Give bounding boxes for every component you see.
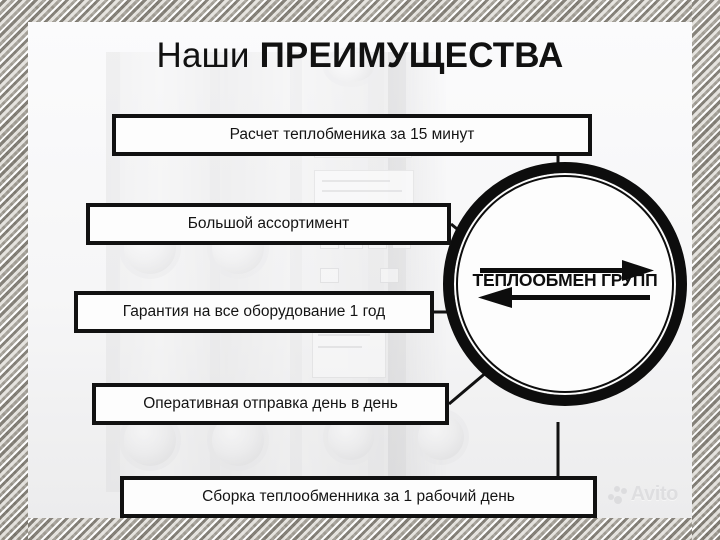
feature-box-2[interactable]: Большой ассортимент xyxy=(86,203,451,245)
frame-top xyxy=(0,0,720,22)
feature-box-4[interactable]: Оперативная отправка день в день xyxy=(92,383,449,425)
company-logo-circle: ТЕПЛООБМЕН ГРУПП xyxy=(443,162,687,406)
logo-lockup: ТЕПЛООБМЕН ГРУПП xyxy=(472,256,658,312)
feature-box-5[interactable]: Сборка теплообменника за 1 рабочий день xyxy=(120,476,597,518)
feature-label-2: Большой ассортимент xyxy=(187,215,350,232)
logo-arrows-icon xyxy=(478,260,654,308)
title-light-part: Наши xyxy=(156,36,260,75)
avito-watermark: Avito xyxy=(607,483,679,506)
feature-box-3[interactable]: Гарантия на все оборудование 1 год xyxy=(74,291,434,333)
page-title: Наши ПРЕИМУЩЕСТВА xyxy=(28,36,692,76)
logo-text: ТЕПЛООБМЕН ГРУПП xyxy=(472,270,658,290)
feature-label-5: Сборка теплообменника за 1 рабочий день xyxy=(202,488,515,505)
feature-label-3: Гарантия на все оборудование 1 год xyxy=(122,303,386,320)
feature-label-4: Оперативная отправка день в день xyxy=(143,395,398,412)
avito-dots-icon xyxy=(607,485,627,504)
frame-bottom xyxy=(0,518,720,540)
feature-label-1: Расчет теплобменика за 15 минут xyxy=(229,126,475,143)
frame-left xyxy=(0,0,28,540)
frame-right xyxy=(692,0,720,540)
avito-label: Avito xyxy=(630,483,679,505)
title-bold-part: ПРЕИМУЩЕСТВА xyxy=(259,36,564,75)
feature-box-1[interactable]: Расчет теплобменика за 15 минут xyxy=(112,114,592,156)
content-panel: Наши ПРЕИМУЩЕСТВА xyxy=(28,22,692,518)
